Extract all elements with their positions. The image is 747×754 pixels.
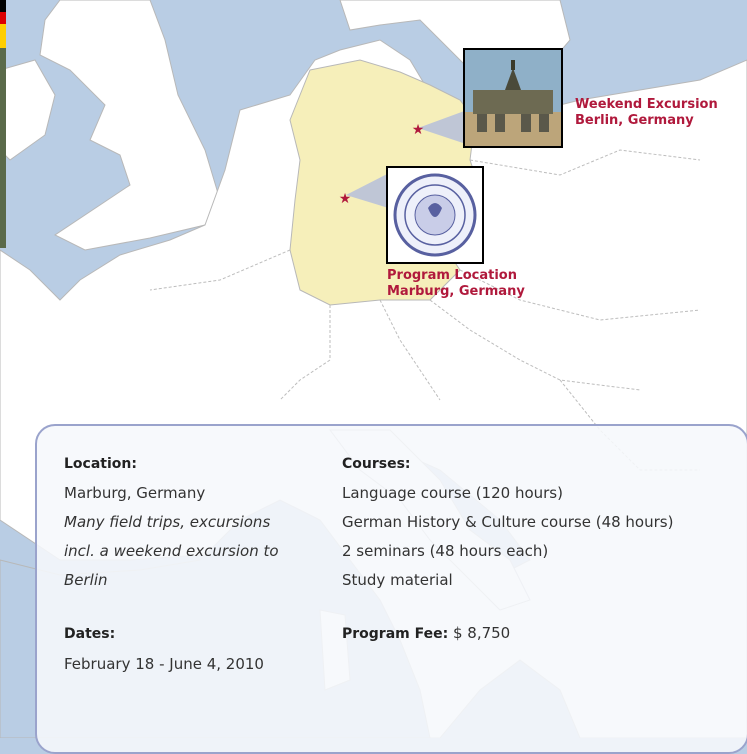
course-item: Language course (120 hours) — [342, 484, 563, 502]
marburg-label: Program Location Marburg, Germany — [387, 268, 525, 300]
program-fee: Program Fee: $ 8,750 — [342, 624, 510, 642]
location-value: Marburg, Germany — [64, 484, 206, 502]
flag-strip-gold — [0, 24, 6, 48]
location-note-3: Berlin — [64, 571, 108, 589]
fee-label: Program Fee: — [342, 626, 449, 642]
marburg-seal — [386, 166, 484, 264]
dates-label: Dates: — [64, 626, 116, 642]
location-note-2: incl. a weekend excursion to — [64, 542, 279, 560]
berlin-label-line2: Berlin, Germany — [575, 113, 694, 128]
flag-strip-black — [0, 0, 6, 12]
berlin-label: Weekend Excursion Berlin, Germany — [575, 97, 718, 129]
course-item: 2 seminars (48 hours each) — [342, 542, 549, 560]
star-icon: ★ — [412, 122, 425, 138]
photo-strip — [0, 48, 6, 248]
program-info-panel: Location: Marburg, Germany Many field tr… — [35, 424, 747, 754]
university-seal-icon — [388, 168, 482, 262]
marburg-label-line2: Marburg, Germany — [387, 284, 525, 299]
brandenburg-gate-icon — [465, 50, 561, 146]
berlin-label-line1: Weekend Excursion — [575, 97, 718, 112]
flag-strip-red — [0, 12, 6, 24]
course-item: Study material — [342, 571, 453, 589]
dates-value: February 18 - June 4, 2010 — [64, 655, 264, 673]
course-item: German History & Culture course (48 hour… — [342, 513, 674, 531]
land-great-britain — [39, 0, 221, 251]
callout-wedge-marburg — [346, 170, 395, 210]
location-label: Location: — [64, 456, 137, 472]
location-note-1: Many field trips, excursions — [64, 513, 271, 531]
fee-value: $ 8,750 — [448, 624, 511, 642]
land-ireland — [0, 59, 56, 161]
star-icon: ★ — [339, 191, 352, 207]
marburg-label-line1: Program Location — [387, 268, 517, 283]
berlin-photo — [463, 48, 563, 148]
courses-label: Courses: — [342, 456, 411, 472]
